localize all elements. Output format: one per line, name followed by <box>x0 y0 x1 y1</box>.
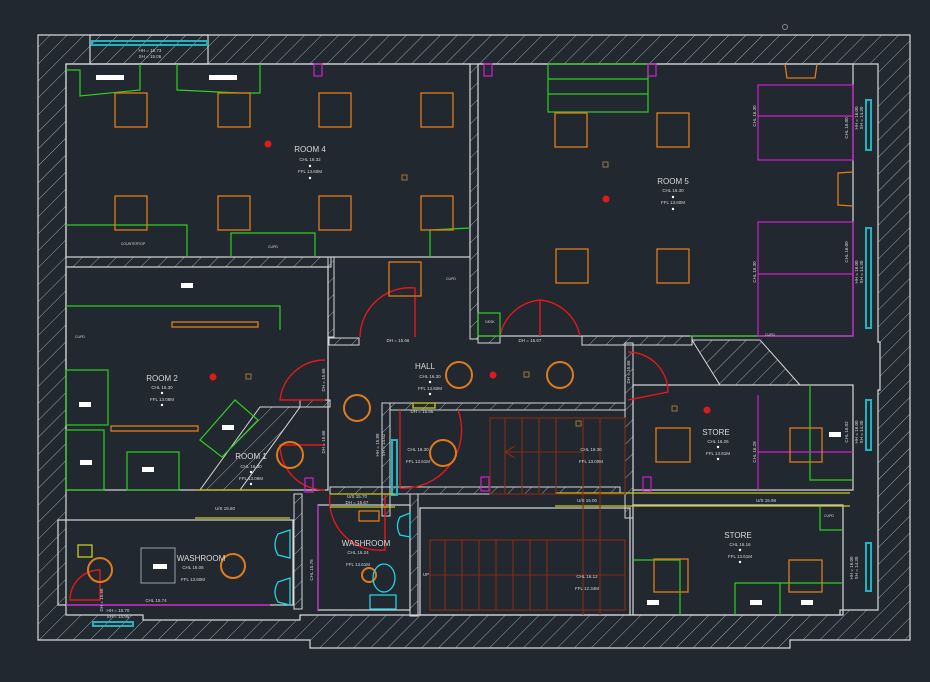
door-height: DH = 15.67 <box>519 338 542 343</box>
round-lights <box>87 361 574 583</box>
room-name: ROOM 1 <box>235 452 267 461</box>
door-height: DH = 15.66 <box>321 368 326 391</box>
window-sill-height: SH = 15.06 <box>139 54 162 59</box>
room-outlines <box>57 34 854 616</box>
beam-level: U/S 15.60 <box>215 506 236 511</box>
small-devices <box>245 161 678 427</box>
floor-level: FFL 13.60M <box>418 386 442 391</box>
ceiling-level: CHL 16.26 <box>707 439 729 444</box>
washroom-counter <box>140 547 176 584</box>
ceiling-level: CHL 16.30 <box>580 447 602 452</box>
yellow-beams <box>77 402 850 558</box>
cupboard-label: CUPD <box>765 333 775 337</box>
annotations: HH = 16.73 SH = 15.06 COUNTERTOP CUPD CU… <box>75 48 864 619</box>
ceiling-level: CHL 16.28 <box>752 441 757 463</box>
ceiling-level: CHL 16.30 <box>419 374 441 379</box>
interior-walls <box>65 63 802 617</box>
ceiling-level: CHL 16.32 <box>299 157 321 162</box>
countertop-label: COUNTERTOP <box>121 242 146 246</box>
light-fixtures <box>110 63 854 593</box>
magenta-elements <box>66 63 854 610</box>
cupboard-label: CUPD <box>824 514 834 518</box>
stair-up-label: UP <box>423 572 429 577</box>
floor-level: FFL 13.61M <box>406 459 430 464</box>
room-name: STORE <box>724 531 751 540</box>
level-tags: CHL 16.30 FFL 13.61M CHL 16.30 FFL 13.00… <box>406 447 603 591</box>
ceiling-level: CHL 16.30 <box>240 464 262 469</box>
ceiling-level: CHL 15.74 <box>145 598 167 603</box>
ceiling-level: CHL 16.16 <box>729 542 751 547</box>
room-name: ROOM 5 <box>657 177 689 186</box>
ceiling-level: CHL 16.00 <box>844 117 849 139</box>
floor-level: FFL 13.00M <box>579 459 603 464</box>
ceiling-level: CHL 16.30 <box>151 385 173 390</box>
beam-level: U/S 15.98 <box>756 498 777 503</box>
room-name: WASHROOM <box>177 554 226 563</box>
window-head-height: HH = 15.70 <box>107 608 130 613</box>
window-head-height: HH = 16.00 <box>854 260 859 283</box>
floor-level: FFL 13.08M <box>150 397 174 402</box>
ceiling-level: CHL 16.24 <box>347 550 369 555</box>
ceiling-level: CHL 16.30 <box>407 447 429 452</box>
room-name: HALL <box>415 362 436 371</box>
ceiling-level: CHL 16.30 <box>752 261 757 283</box>
window-sill-height: SH = 14.30 <box>859 106 864 129</box>
ceiling-level: CHL 16.00 <box>844 241 849 263</box>
floor-level: FFL 13.60M <box>661 200 685 205</box>
desk-label: DESK <box>485 320 495 324</box>
white-blocks <box>79 75 841 605</box>
north-marker-icon <box>782 24 788 30</box>
room-name: WASHROOM <box>342 539 391 548</box>
floor-level: FFL 13.08M <box>239 476 263 481</box>
door-height: DH = 15.66 <box>387 338 410 343</box>
window-sill-height: SH = 14.62 <box>381 433 386 456</box>
door-height: DH = 15.67 <box>346 500 369 505</box>
door-height: DH = 15.66 <box>626 360 631 383</box>
ceiling-level: CHL 16.30 <box>662 188 684 193</box>
floor-level: FFL 13.60M <box>181 577 205 582</box>
exterior-walls <box>37 34 911 649</box>
room-name: ROOM 2 <box>146 374 178 383</box>
window-head-height: HH = 15.88 <box>375 433 380 456</box>
level-markers <box>160 164 742 564</box>
floor-level: FFL 12.34M <box>575 586 599 591</box>
window-sill-height: SH = 14.30 <box>859 260 864 283</box>
window-head-height: HH = 16.00 <box>849 556 854 579</box>
cupboard-label: CUPD <box>268 245 278 249</box>
door-height: DH = 15.66 <box>99 588 104 611</box>
doors <box>69 287 669 601</box>
window-head-height: HH = 16.00 <box>854 420 859 443</box>
door-height: DH = 15.66 <box>321 430 326 453</box>
window-sill-height: SH = 14.30 <box>854 556 859 579</box>
beam-level: U/S 16.00 <box>577 498 598 503</box>
cupboard-label: CUPD <box>446 277 456 281</box>
staircase <box>429 417 626 615</box>
ceiling-level: CHL 16.02 <box>844 421 849 443</box>
window-head-height: HH = 16.73 <box>139 48 162 53</box>
window-head-height: HH = 16.00 <box>854 106 859 129</box>
sanitary-fixtures <box>274 512 411 610</box>
ceiling-level: CHL 16.12 <box>576 574 598 579</box>
room-labels: ROOM 4 CHL 16.32 FFL 13.60M ROOM 5 CHL 1… <box>146 145 752 582</box>
beam-level: U/S 15.70 <box>347 494 368 499</box>
ceiling-level: CHL 15.76 <box>309 559 314 581</box>
door-height: DH = 15.66 <box>411 409 434 414</box>
windows <box>91 40 872 627</box>
ceiling-level: CHL 16.30 <box>752 105 757 127</box>
window-sill-height: SH = 14.30 <box>859 420 864 443</box>
window-sill-height: SH = 14.95 <box>107 614 130 619</box>
cupboard-label: CUPD <box>75 335 85 339</box>
ceiling-level: CHL 16.06 <box>182 565 204 570</box>
smoke-detectors <box>209 140 711 414</box>
room-name: ROOM 4 <box>294 145 326 154</box>
room-name: STORE <box>702 428 729 437</box>
floor-level: FFL 13.61M <box>346 562 370 567</box>
floor-level: FFL 13.61M <box>706 451 730 456</box>
floor-level: FFL 13.60M <box>298 169 322 174</box>
floor-level: FFL 13.61M <box>728 554 752 559</box>
